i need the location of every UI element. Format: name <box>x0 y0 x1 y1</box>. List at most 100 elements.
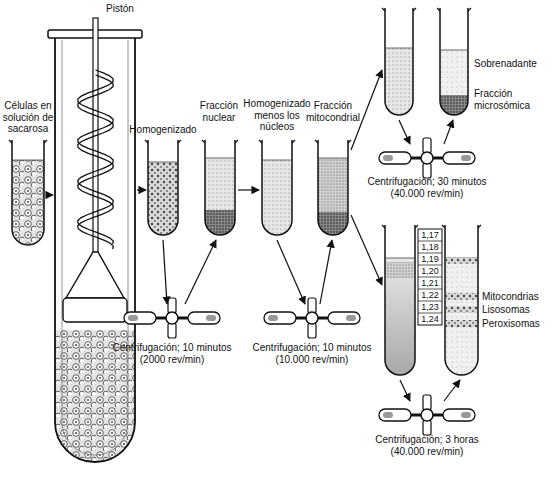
tube-lip <box>382 225 418 228</box>
tube-content <box>385 258 415 375</box>
table-rule <box>418 277 442 278</box>
centrifuge-hub <box>166 312 178 324</box>
test-tube <box>385 8 413 115</box>
centrifuge-arm <box>423 163 431 178</box>
tube-lip <box>202 140 238 143</box>
pestle <box>66 252 124 298</box>
band-label: Mitocondrias <box>482 291 548 303</box>
centrifuge-bucket <box>128 315 138 321</box>
test-tube <box>12 140 44 245</box>
centrifuge-bucket <box>188 312 220 324</box>
gradient-band <box>446 293 477 300</box>
density-value: 1,22 <box>418 289 442 301</box>
gradient-band <box>446 258 477 264</box>
fraction-label: Fracción microsómica <box>474 88 536 111</box>
density-value: 1,23 <box>418 301 442 313</box>
flow-arrow <box>137 189 146 190</box>
density-value: 1,18 <box>418 241 442 253</box>
meniscus <box>386 258 414 259</box>
spiral <box>78 75 114 249</box>
centrifuge-arm <box>423 138 431 153</box>
tube-lip <box>145 140 181 143</box>
table-rule <box>418 313 442 314</box>
test-tube <box>385 225 415 375</box>
flow-arrow <box>351 70 382 150</box>
tube-lip <box>442 225 481 228</box>
meniscus <box>319 158 347 159</box>
test-tube <box>262 140 292 235</box>
test-tube <box>148 140 178 235</box>
centrifuge-hub <box>306 312 318 324</box>
tube-content <box>385 48 413 115</box>
flow-arrow <box>444 380 460 401</box>
flow-arrow <box>444 120 453 144</box>
centrifuge-bucket <box>443 152 475 164</box>
meniscus <box>13 160 43 161</box>
centrifuge-bucket <box>383 155 393 161</box>
density-table <box>418 229 442 325</box>
centrifuge-arm <box>168 298 176 313</box>
tube-content <box>445 258 478 375</box>
centrifuge-arm <box>423 420 431 435</box>
centrifuge-caption: Centrifugación; 30 minutos (40.000 rev/m… <box>362 176 492 199</box>
fraction-label: Homogenizado menos los núcleos <box>243 98 311 133</box>
centrifuge-bucket <box>206 315 216 321</box>
sample-band <box>386 262 414 278</box>
centrifuge-caption: Centrifugación; 10 minutos (10.000 rev/m… <box>247 342 377 365</box>
centrifuge-bucket <box>264 312 296 324</box>
centrifuge-bucket <box>328 312 360 324</box>
flow-arrow <box>163 240 167 304</box>
sample-label: Células en solución de sacarosa <box>0 100 56 135</box>
test-tube <box>318 140 348 235</box>
centrifuge-arm <box>308 298 316 313</box>
flow-arrow <box>46 194 53 195</box>
density-value: 1,17 <box>418 229 442 241</box>
centrifuge-arm <box>168 323 176 338</box>
meniscus <box>206 158 234 159</box>
band-label: Lisosomas <box>482 304 548 316</box>
centrifuge-bucket <box>443 409 475 421</box>
tube-content <box>205 158 235 235</box>
tube-lip <box>259 140 295 143</box>
centrifuge-caption: Centrifugación; 3 horas (40.000 rev/min) <box>362 434 492 457</box>
gradient-band <box>446 306 477 313</box>
meniscus <box>149 162 177 163</box>
flow-arrow <box>351 215 382 285</box>
spiral <box>78 70 114 244</box>
flow-arrow <box>185 240 216 304</box>
density-value: 1,19 <box>418 253 442 265</box>
flow-arrow <box>320 240 332 304</box>
centrifuge-bucket <box>383 412 393 418</box>
table-rule <box>418 289 442 290</box>
centrifuge-bucket <box>268 315 278 321</box>
meniscus <box>263 160 291 161</box>
sample-label: Homogenizado <box>128 124 198 136</box>
centrifuge-arm <box>308 323 316 338</box>
part-label: Pistón <box>106 3 146 15</box>
tube-content <box>12 160 44 245</box>
fraction-label: Fracción mitocondrial <box>302 100 364 123</box>
band-label: Peroxisomas <box>482 318 548 330</box>
centrifuge-bucket <box>124 312 156 324</box>
table-rule <box>418 241 442 242</box>
centrifuge-bucket <box>379 409 411 421</box>
centrifuge-bucket <box>379 152 411 164</box>
table-rule <box>418 265 442 266</box>
tube-content <box>148 162 178 235</box>
centrifuge-arm <box>423 395 431 410</box>
test-tube <box>440 8 468 115</box>
gradient-band <box>446 320 477 327</box>
flow-arrow <box>399 120 410 144</box>
flow-arrow <box>400 380 410 401</box>
centrifuge-hub <box>421 152 433 164</box>
centrifuge-bucket <box>461 412 471 418</box>
tube-lip <box>315 140 351 143</box>
density-value: 1,21 <box>418 277 442 289</box>
tube-content <box>440 50 468 115</box>
fraction-label: Sobrenadante <box>474 58 548 70</box>
table-rule <box>418 301 442 302</box>
density-value: 1,20 <box>418 265 442 277</box>
test-tube <box>445 225 478 375</box>
density-value: 1,24 <box>418 313 442 325</box>
